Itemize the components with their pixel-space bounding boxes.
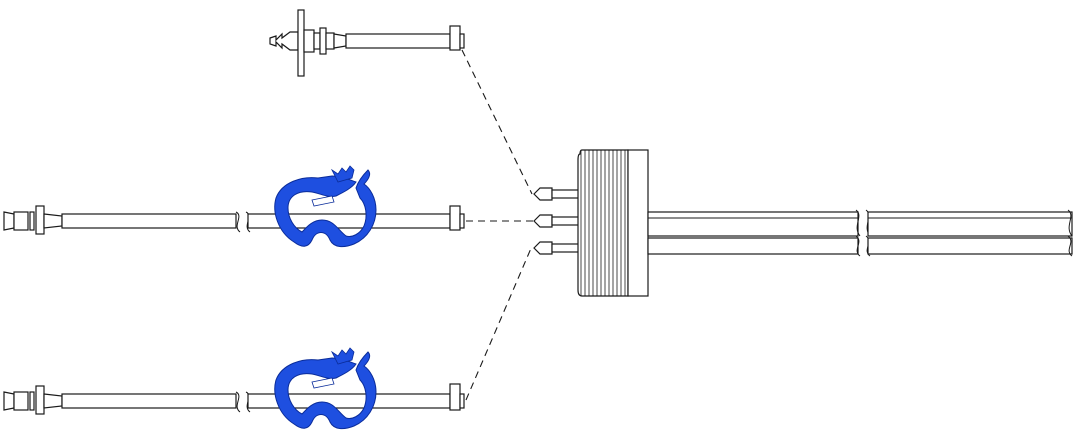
outlet-tubes [647, 209, 1073, 257]
luer-taper [333, 33, 347, 49]
luer-ring [319, 27, 327, 55]
luer-ring-2 [35, 385, 45, 415]
luer-ring-1 [29, 211, 35, 231]
end-cap [459, 393, 465, 409]
tube-segment-1 [61, 213, 237, 229]
port-stem-2 [551, 216, 581, 226]
knurled-cap [577, 149, 629, 297]
pinch-clamp [274, 347, 377, 430]
outlet-tube-upper-a [647, 211, 859, 237]
dashed-link-bottom [465, 245, 533, 401]
cap-connector [533, 149, 649, 297]
cap-flange [627, 149, 649, 297]
male-luer-tip [3, 391, 15, 411]
luer-body [13, 391, 29, 411]
break-mark [1067, 209, 1073, 237]
end-cap [459, 33, 465, 49]
tube-segment-1 [61, 393, 237, 409]
break-mark [235, 391, 241, 413]
luer-taper [43, 213, 63, 229]
outlet-tube-lower-a [647, 237, 859, 255]
tube-line-bottom [3, 347, 465, 430]
dashed-link-top [461, 49, 533, 195]
outlet-tube-lower-b [867, 237, 1073, 255]
break-mark [1067, 235, 1073, 257]
end-clip [449, 383, 461, 411]
luer-taper [43, 393, 63, 409]
break-mark [235, 211, 241, 233]
break-mark [855, 235, 861, 257]
barb-connector [269, 31, 299, 51]
break-mark [855, 209, 861, 237]
luer-collar [313, 32, 321, 50]
tube [345, 33, 451, 49]
end-clip [449, 205, 461, 231]
port-stem-3 [551, 243, 581, 253]
port-tip-1 [533, 187, 553, 201]
outlet-tube-upper-b [867, 211, 1073, 237]
end-clip [449, 25, 461, 51]
pinch-clamp [274, 165, 377, 248]
luer-ring-1 [29, 391, 35, 411]
port-tip-2 [533, 214, 553, 228]
male-luer-tip [3, 211, 15, 231]
filter-line [269, 9, 465, 77]
end-cap [459, 213, 465, 229]
tube-line-middle [3, 165, 465, 248]
luer-body [325, 32, 335, 50]
luer-body [13, 211, 29, 231]
port-stem-1 [551, 189, 581, 199]
filter-hub [303, 29, 315, 53]
luer-ring-2 [35, 205, 45, 235]
port-tip-3 [533, 241, 553, 255]
filter-disc [297, 9, 305, 77]
dashed-links [461, 49, 534, 401]
